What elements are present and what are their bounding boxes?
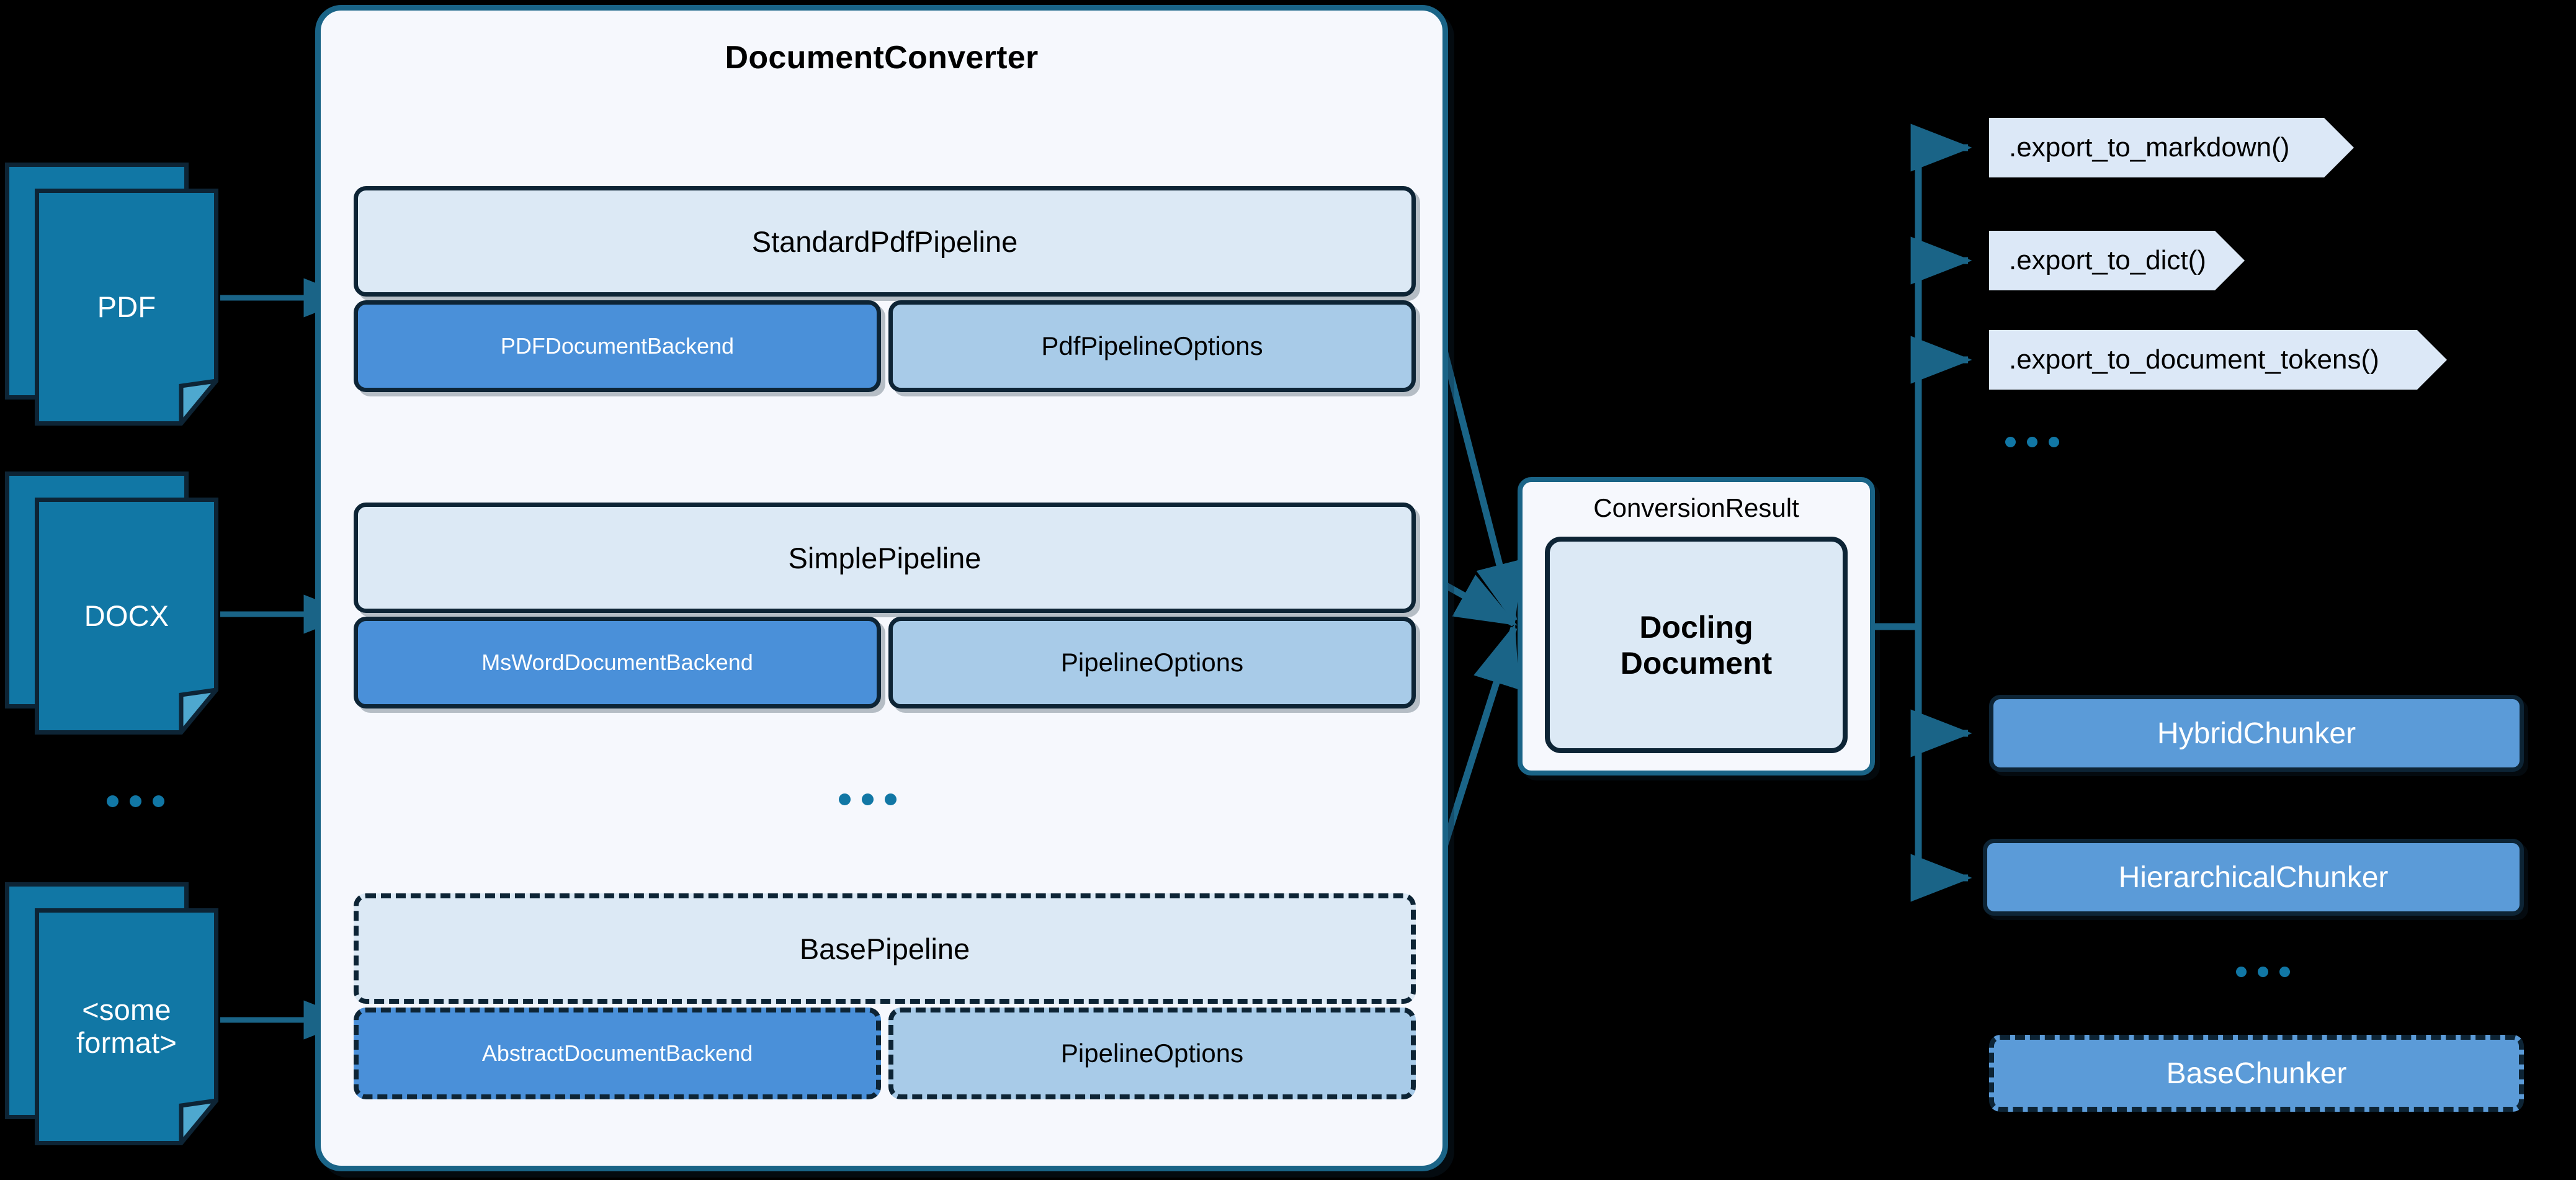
input-document-pdf[interactable]: PDF bbox=[5, 163, 223, 429]
chunker-hierarchical[interactable]: HierarchicalChunker bbox=[1983, 839, 2524, 916]
ellipsis-dot bbox=[2258, 967, 2268, 977]
input-ellipsis bbox=[107, 795, 164, 807]
ellipsis-dot bbox=[2049, 437, 2059, 447]
document-sheet-front bbox=[35, 908, 218, 1145]
ellipsis-dot bbox=[2236, 967, 2247, 977]
export-chip-dict[interactable]: .export_to_dict() bbox=[1989, 231, 2245, 290]
ellipsis-dot bbox=[153, 795, 164, 807]
pipelines-ellipsis bbox=[839, 793, 897, 805]
document-converter-title: DocumentConverter bbox=[725, 40, 1039, 76]
options-pipeline[interactable]: PipelineOptions bbox=[888, 617, 1416, 708]
pipeline-components-row: PDFDocumentBackend PdfPipelineOptions bbox=[354, 300, 1416, 392]
pipeline-components-row: MsWordDocumentBackend PipelineOptions bbox=[354, 617, 1416, 708]
options-pdf-pipeline[interactable]: PdfPipelineOptions bbox=[888, 300, 1416, 392]
docling-document-line1: Docling bbox=[1639, 609, 1753, 645]
chunker-label: BaseChunker bbox=[2166, 1057, 2347, 1090]
ellipsis-dot bbox=[839, 793, 851, 805]
document-sheet-front bbox=[35, 498, 218, 735]
backend-abstract-document[interactable]: AbstractDocumentBackend bbox=[354, 1008, 881, 1099]
pipeline-name-standard-pdf[interactable]: StandardPdfPipeline bbox=[354, 186, 1416, 297]
input-document-docx[interactable]: DOCX bbox=[5, 472, 223, 738]
docling-document-line2: Document bbox=[1620, 645, 1773, 681]
options-pipeline-base[interactable]: PipelineOptions bbox=[888, 1008, 1416, 1099]
conversion-result-box: ConversionResult Docling Document bbox=[1518, 477, 1875, 775]
pipeline-name-simple[interactable]: SimplePipeline bbox=[354, 503, 1416, 613]
pipeline-components-row: AbstractDocumentBackend PipelineOptions bbox=[354, 1008, 1416, 1099]
chunker-label: HybridChunker bbox=[2157, 717, 2356, 750]
ellipsis-dot bbox=[862, 793, 874, 805]
backend-pdf-document[interactable]: PDFDocumentBackend bbox=[354, 300, 881, 392]
export-chip-document-tokens[interactable]: .export_to_document_tokens() bbox=[1989, 330, 2447, 390]
ellipsis-dot bbox=[885, 793, 897, 805]
chunker-hybrid[interactable]: HybridChunker bbox=[1989, 695, 2524, 772]
export-chip-label: .export_to_dict() bbox=[2009, 245, 2206, 275]
conversion-result-title: ConversionResult bbox=[1593, 493, 1799, 522]
chunkers-ellipsis bbox=[2236, 967, 2290, 977]
export-chip-label: .export_to_document_tokens() bbox=[2009, 344, 2379, 375]
pipeline-group-base[interactable]: BasePipeline AbstractDocumentBackend Pip… bbox=[354, 893, 1416, 1099]
chunker-label: HierarchicalChunker bbox=[2118, 860, 2389, 894]
document-sheet-front bbox=[35, 189, 218, 426]
pipeline-group-simple[interactable]: SimplePipeline MsWordDocumentBackend Pip… bbox=[354, 503, 1416, 708]
chunker-base[interactable]: BaseChunker bbox=[1989, 1035, 2524, 1112]
ellipsis-dot bbox=[2279, 967, 2290, 977]
ellipsis-dot bbox=[107, 795, 119, 807]
ellipsis-dot bbox=[130, 795, 141, 807]
exports-ellipsis bbox=[2005, 437, 2059, 447]
backend-msword-document[interactable]: MsWordDocumentBackend bbox=[354, 617, 881, 708]
ellipsis-dot bbox=[2005, 437, 2016, 447]
pipeline-name-base[interactable]: BasePipeline bbox=[354, 893, 1416, 1004]
export-chip-markdown[interactable]: .export_to_markdown() bbox=[1989, 118, 2354, 177]
docling-document-box[interactable]: Docling Document bbox=[1545, 537, 1848, 753]
pipeline-group-standard-pdf[interactable]: StandardPdfPipeline PDFDocumentBackend P… bbox=[354, 186, 1416, 392]
export-chip-label: .export_to_markdown() bbox=[2009, 132, 2290, 163]
ellipsis-dot bbox=[2027, 437, 2037, 447]
input-document-other-format[interactable]: <some format> bbox=[5, 882, 223, 1149]
